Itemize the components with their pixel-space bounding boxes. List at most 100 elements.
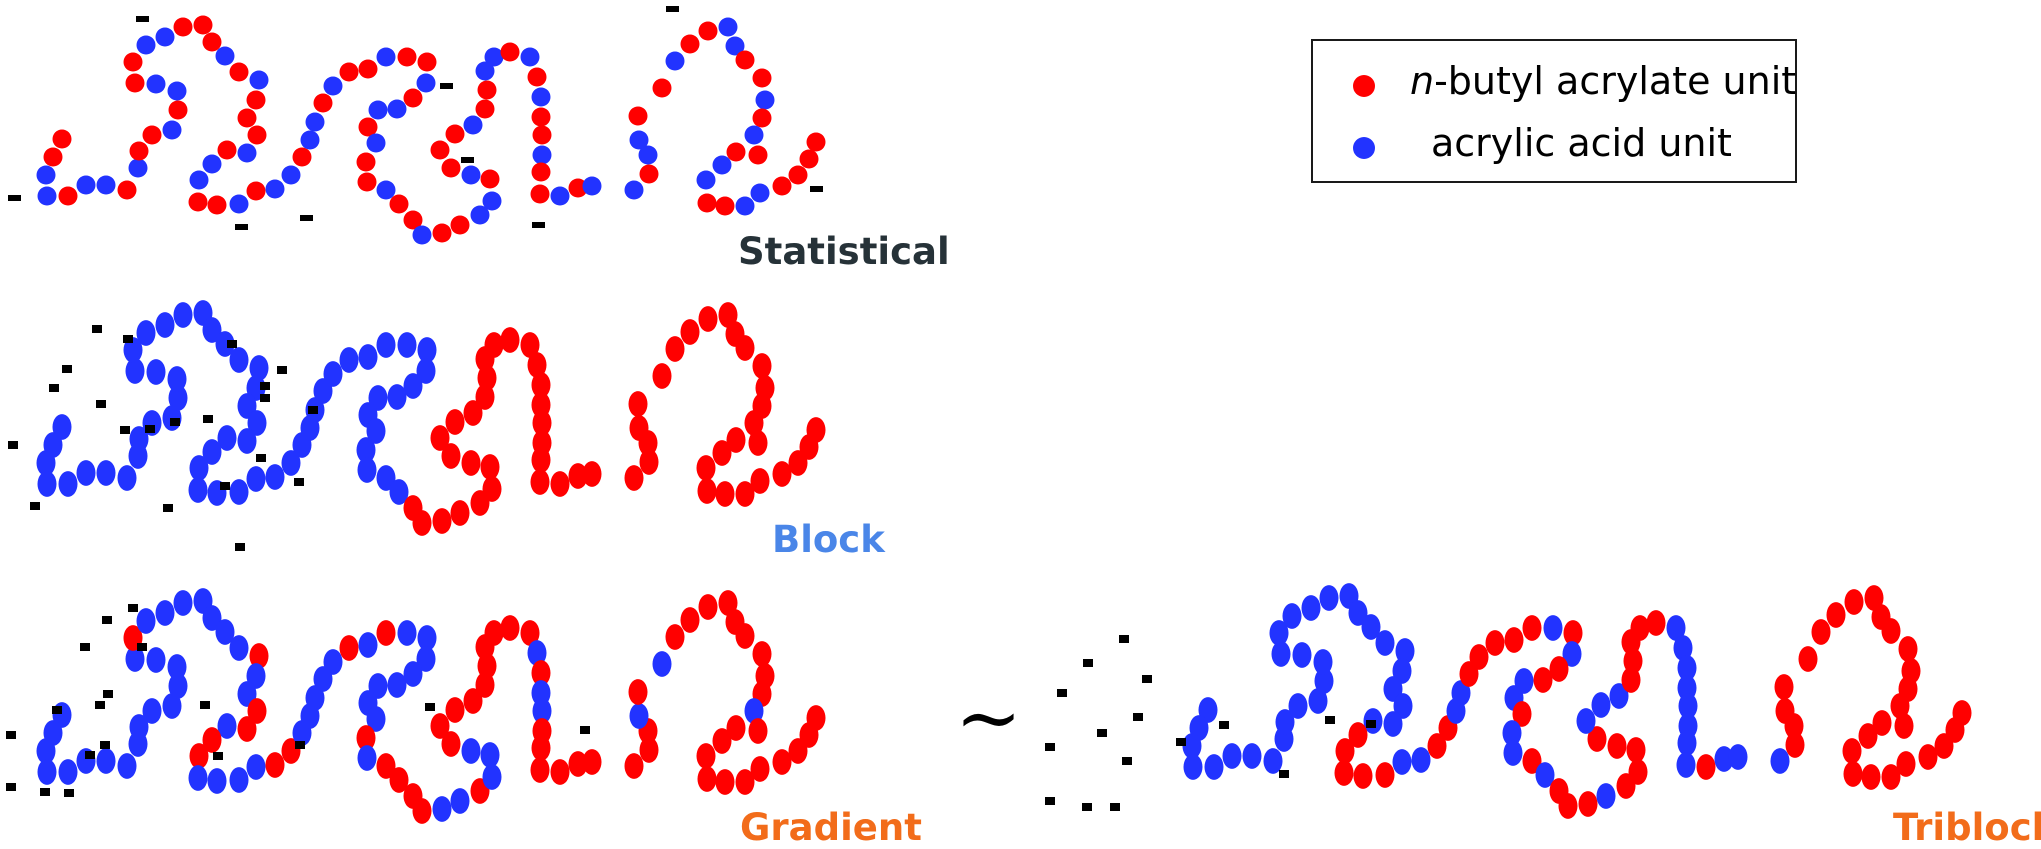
- butyl-acrylate-bead: [417, 52, 437, 72]
- butyl-acrylate-bead: [531, 162, 551, 182]
- butyl-acrylate-bead: [193, 15, 213, 35]
- butyl-acrylate-bead: [698, 594, 718, 620]
- acrylic-acid-bead: [202, 317, 222, 343]
- acrylic-acid-bead: [1673, 635, 1693, 661]
- butyl-acrylate-bead: [247, 698, 267, 724]
- acrylic-acid-bead: [125, 358, 145, 384]
- acrylic-acid-bead: [207, 768, 227, 794]
- acrylic-acid-bead: [1313, 649, 1333, 675]
- acrylic-acid-bead: [582, 176, 602, 196]
- negative-charge-icon: [170, 418, 180, 426]
- butyl-acrylate-bead: [463, 400, 483, 426]
- butyl-acrylate-bead: [58, 186, 78, 206]
- acrylic-acid-bead: [744, 125, 764, 145]
- butyl-acrylate-bead: [1881, 618, 1901, 644]
- butyl-acrylate-bead: [1811, 619, 1831, 645]
- butyl-acrylate-bead: [1844, 589, 1864, 615]
- butyl-acrylate-bead: [477, 80, 497, 100]
- acrylic-acid-bead: [450, 788, 470, 814]
- acrylic-acid-bead: [1204, 754, 1224, 780]
- acrylic-acid-bead: [366, 706, 386, 732]
- acrylic-acid-bead: [1275, 709, 1295, 735]
- butyl-acrylate-bead: [1607, 733, 1627, 759]
- acrylic-acid-bead: [1395, 638, 1415, 664]
- acrylic-acid-bead: [246, 663, 266, 689]
- butyl-acrylate-bead: [339, 62, 359, 82]
- acrylic-acid-bead: [247, 410, 267, 436]
- negative-charge-icon: [85, 751, 95, 759]
- negative-charge-icon: [1083, 659, 1093, 667]
- legend-label-text: -butyl acrylate unit: [1434, 59, 1797, 103]
- butyl-acrylate-bead: [568, 751, 588, 777]
- butyl-acrylate-bead: [639, 164, 659, 184]
- acrylic-acid-bead: [652, 651, 672, 677]
- butyl-acrylate-bead: [696, 743, 716, 769]
- butyl-acrylate-bead: [726, 715, 746, 741]
- acrylic-acid-bead: [532, 145, 552, 165]
- red-circle-icon: [1353, 75, 1375, 97]
- butyl-acrylate-bead: [356, 725, 376, 751]
- butyl-acrylate-bead: [1918, 744, 1938, 770]
- negative-charge-icon: [62, 365, 72, 373]
- acrylic-acid-bead: [36, 450, 56, 476]
- legend-label-acrylic-acid: acrylic acid unit: [1431, 121, 1732, 165]
- butyl-acrylate-bead: [1872, 710, 1892, 736]
- butyl-acrylate-bead: [772, 749, 792, 775]
- acrylic-acid-bead: [323, 76, 343, 96]
- acrylic-acid-bead: [96, 175, 116, 195]
- butyl-acrylate-bead: [696, 455, 716, 481]
- acrylic-acid-bead: [1242, 743, 1262, 769]
- acrylic-acid-bead: [229, 479, 249, 505]
- acrylic-acid-bead: [36, 738, 56, 764]
- negative-charge-icon: [96, 400, 106, 408]
- acrylic-acid-bead: [188, 765, 208, 791]
- acrylic-acid-bead: [188, 477, 208, 503]
- acrylic-acid-bead: [202, 154, 222, 174]
- butyl-acrylate-bead: [752, 353, 772, 379]
- acrylic-acid-bead: [189, 455, 209, 481]
- acrylic-acid-bead: [416, 73, 436, 93]
- butyl-acrylate-bead: [1858, 723, 1878, 749]
- negative-charge-icon: [260, 394, 270, 402]
- butyl-acrylate-bead: [1881, 764, 1901, 790]
- butyl-acrylate-bead: [123, 52, 143, 72]
- butyl-acrylate-bead: [482, 476, 502, 502]
- butyl-acrylate-bead: [1623, 648, 1643, 674]
- butyl-acrylate-bead: [249, 643, 269, 669]
- butyl-acrylate-bead: [712, 728, 732, 754]
- butyl-acrylate-bead: [217, 140, 237, 160]
- butyl-acrylate-bead: [500, 615, 520, 641]
- butyl-acrylate-bead: [748, 145, 768, 165]
- negative-charge-icon: [100, 741, 110, 749]
- butyl-acrylate-bead: [43, 147, 63, 167]
- butyl-acrylate-bead: [484, 332, 504, 358]
- acrylic-acid-bead: [1411, 747, 1431, 773]
- acrylic-acid-bead: [1770, 748, 1790, 774]
- acrylic-acid-bead: [755, 90, 775, 110]
- negative-charge-icon: [810, 186, 823, 192]
- acrylic-acid-bead: [1361, 614, 1381, 640]
- negative-charge-icon: [6, 731, 16, 739]
- acrylic-acid-bead: [215, 331, 235, 357]
- butyl-acrylate-bead: [1626, 737, 1646, 763]
- acrylic-acid-bead: [146, 359, 166, 385]
- acrylic-acid-bead: [246, 754, 266, 780]
- butyl-acrylate-bead: [202, 727, 222, 753]
- acrylic-acid-bead: [1591, 692, 1611, 718]
- negative-charge-icon: [294, 478, 304, 486]
- negative-charge-icon: [145, 425, 155, 433]
- butyl-acrylate-bead: [530, 469, 550, 495]
- acrylic-acid-bead: [531, 87, 551, 107]
- acrylic-acid-bead: [305, 112, 325, 132]
- acrylic-acid-bead: [1535, 762, 1555, 788]
- butyl-acrylate-bead: [582, 749, 602, 775]
- acrylic-acid-bead: [1609, 683, 1629, 709]
- butyl-acrylate-bead: [698, 306, 718, 332]
- negative-charge-icon: [260, 382, 270, 390]
- acrylic-acid-bead: [482, 191, 502, 211]
- butyl-acrylate-bead: [531, 660, 551, 686]
- acrylic-acid-bead: [403, 373, 423, 399]
- acrylic-acid-bead: [638, 145, 658, 165]
- butyl-acrylate-bead: [735, 335, 755, 361]
- acrylic-acid-bead: [1319, 585, 1339, 611]
